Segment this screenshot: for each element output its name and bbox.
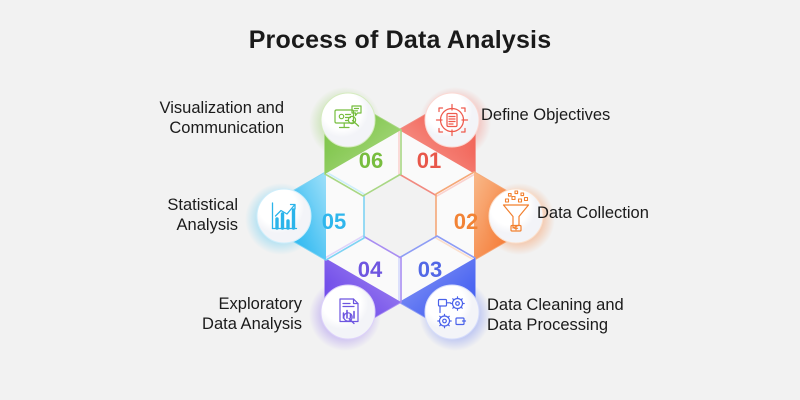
step-number-05: 05 [322, 209, 346, 234]
funnel-data-icon [502, 190, 530, 232]
gears-processing-icon [437, 296, 467, 329]
page-title: Process of Data Analysis [248, 26, 552, 54]
step-number-03: 03 [418, 257, 442, 282]
report-chart-icon [339, 298, 359, 325]
icon-badge-05[interactable] [245, 183, 317, 255]
target-document-icon [435, 103, 469, 137]
step-label-01: Define Objectives [481, 106, 611, 124]
step-number-02: 02 [454, 209, 478, 234]
icon-badge-02[interactable] [483, 183, 555, 255]
icon-badge-06[interactable] [309, 87, 381, 159]
icon-badge-01[interactable] [419, 87, 491, 159]
step-label-04: Exploratory Data Analysis [202, 295, 302, 334]
step-label-05: Statistical Analysis [167, 196, 238, 235]
icon-badge-04[interactable] [309, 279, 381, 351]
icon-badge-03[interactable] [419, 279, 491, 351]
step-label-06: Visualization and Communication [159, 99, 284, 138]
step-label-03: Data Cleaning and Data Processing [487, 296, 624, 335]
step-label-02: Data Collection [537, 204, 649, 222]
step-number-04: 04 [358, 257, 383, 282]
bar-chart-trend-icon [271, 202, 298, 230]
presentation-screen-icon [334, 105, 362, 129]
